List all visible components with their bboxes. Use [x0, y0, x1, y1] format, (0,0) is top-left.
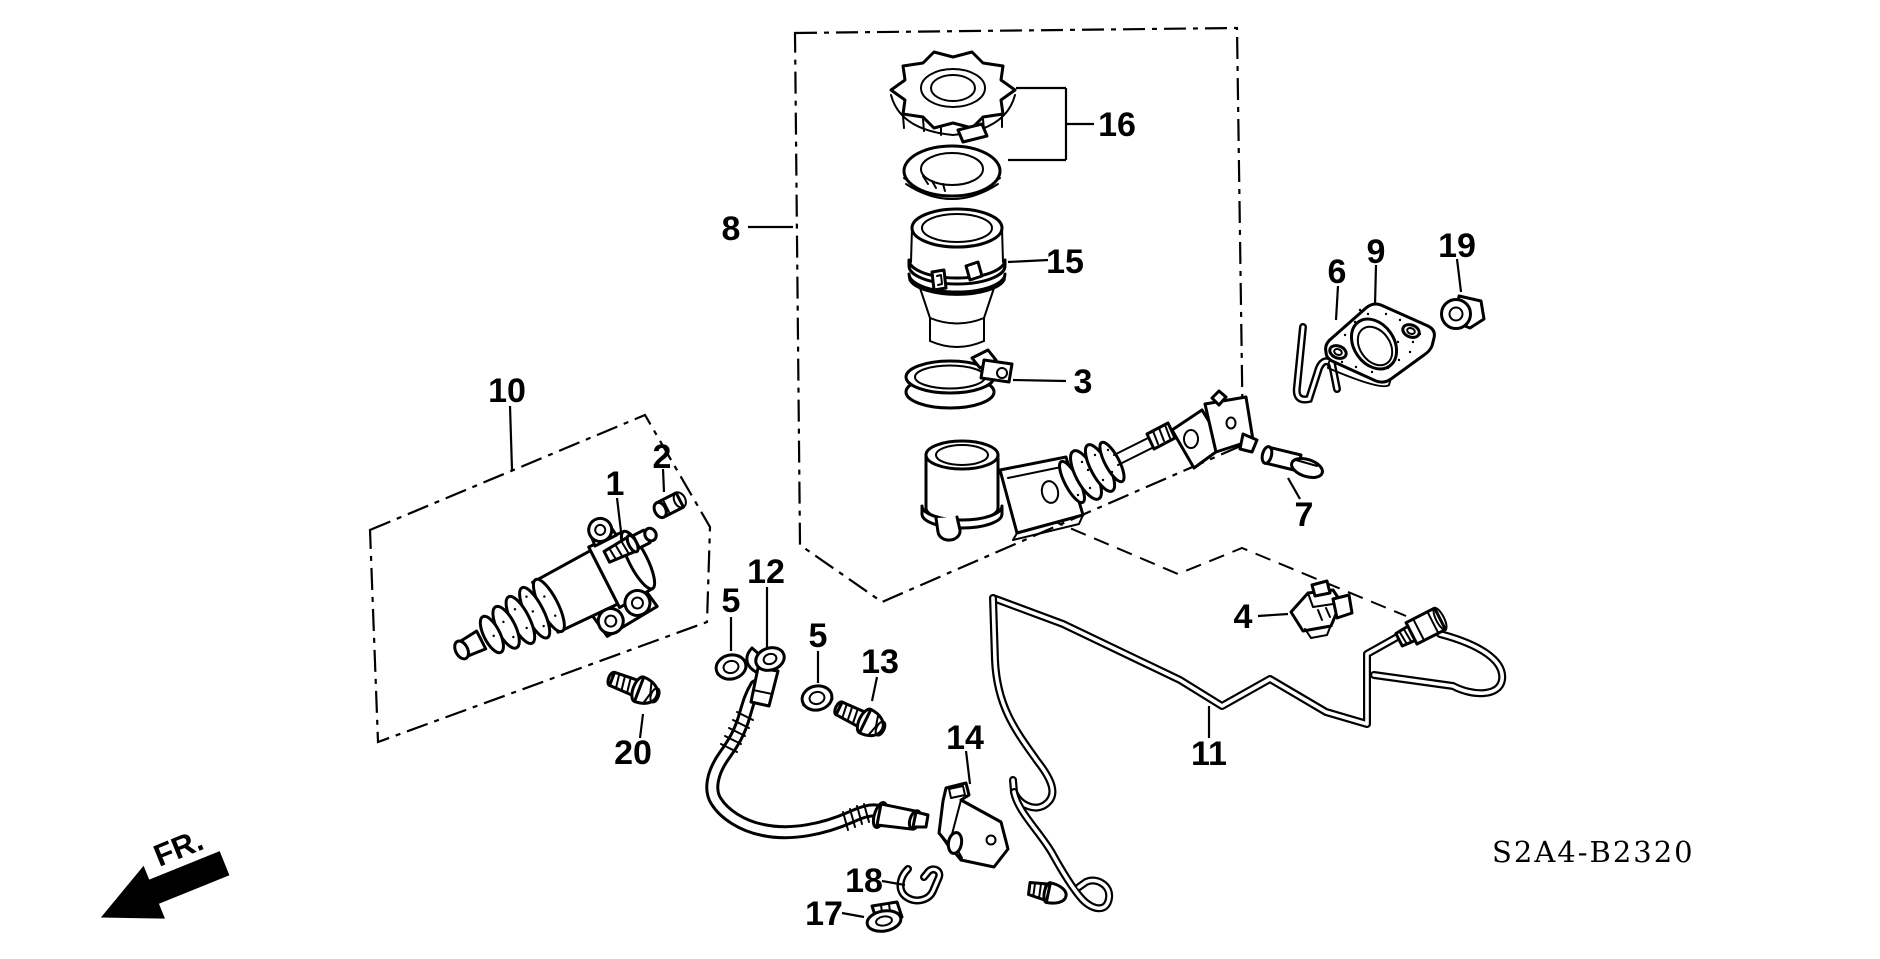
pipe-guide-line	[1024, 508, 1407, 617]
callout-5a[interactable]: 5	[722, 582, 741, 620]
callout-13[interactable]: 13	[861, 643, 899, 681]
joint-gasket	[1324, 302, 1436, 388]
callout-12[interactable]: 12	[747, 553, 785, 591]
callout-16[interactable]: 16	[1098, 106, 1136, 144]
bleeder-screw	[602, 526, 658, 564]
leader-lines	[508, 225, 1463, 919]
callout-1[interactable]: 1	[606, 465, 625, 503]
pipe-bracket	[937, 781, 1010, 869]
callout-10[interactable]: 10	[488, 372, 526, 410]
callout-7[interactable]: 7	[1295, 496, 1314, 534]
hose-spring-clip	[896, 865, 944, 905]
callout-15[interactable]: 15	[1046, 243, 1084, 281]
clevis-pin	[1260, 445, 1324, 479]
clutch-pipe	[989, 594, 1507, 913]
master-cylinder	[920, 389, 1259, 542]
slave-cylinder	[453, 516, 659, 661]
callout-19[interactable]: 19	[1438, 227, 1476, 265]
reservoir-clamp	[904, 348, 1014, 410]
reservoir-cap	[889, 50, 1017, 144]
callout-9[interactable]: 9	[1367, 233, 1386, 271]
clutch-hose	[705, 646, 930, 840]
callout-6[interactable]: 6	[1328, 253, 1347, 291]
callout-16-bracket	[1008, 86, 1094, 162]
sealing-washer-a	[712, 650, 750, 684]
assembly-outline-master-cylinder	[793, 26, 1245, 604]
banjo-bolt	[828, 693, 892, 744]
callout-20[interactable]: 20	[614, 734, 652, 772]
callout-2[interactable]: 2	[653, 438, 672, 476]
bleeder-cap	[652, 491, 687, 520]
flange-nut	[865, 900, 904, 933]
callout-11[interactable]: 11	[1191, 735, 1227, 773]
reservoir-body	[907, 207, 1007, 348]
callout-17[interactable]: 17	[805, 895, 843, 933]
front-direction-arrow: FR.	[100, 822, 230, 919]
callout-4[interactable]: 4	[1234, 598, 1253, 636]
callout-14[interactable]: 14	[946, 719, 984, 757]
callout-5b[interactable]: 5	[809, 617, 828, 655]
pipe-clip	[1289, 579, 1354, 639]
mount-nut	[1440, 294, 1486, 330]
callout-8[interactable]: 8	[722, 210, 741, 248]
drawing-code: S2A4-B2320	[1492, 835, 1695, 869]
callout-18[interactable]: 18	[845, 862, 883, 900]
assembly-outline-slave-cylinder	[368, 413, 712, 744]
cap-seal-ring	[902, 144, 1002, 200]
slave-mount-bolt	[602, 663, 665, 711]
callout-3[interactable]: 3	[1074, 363, 1093, 401]
sealing-washer-b	[798, 681, 836, 715]
